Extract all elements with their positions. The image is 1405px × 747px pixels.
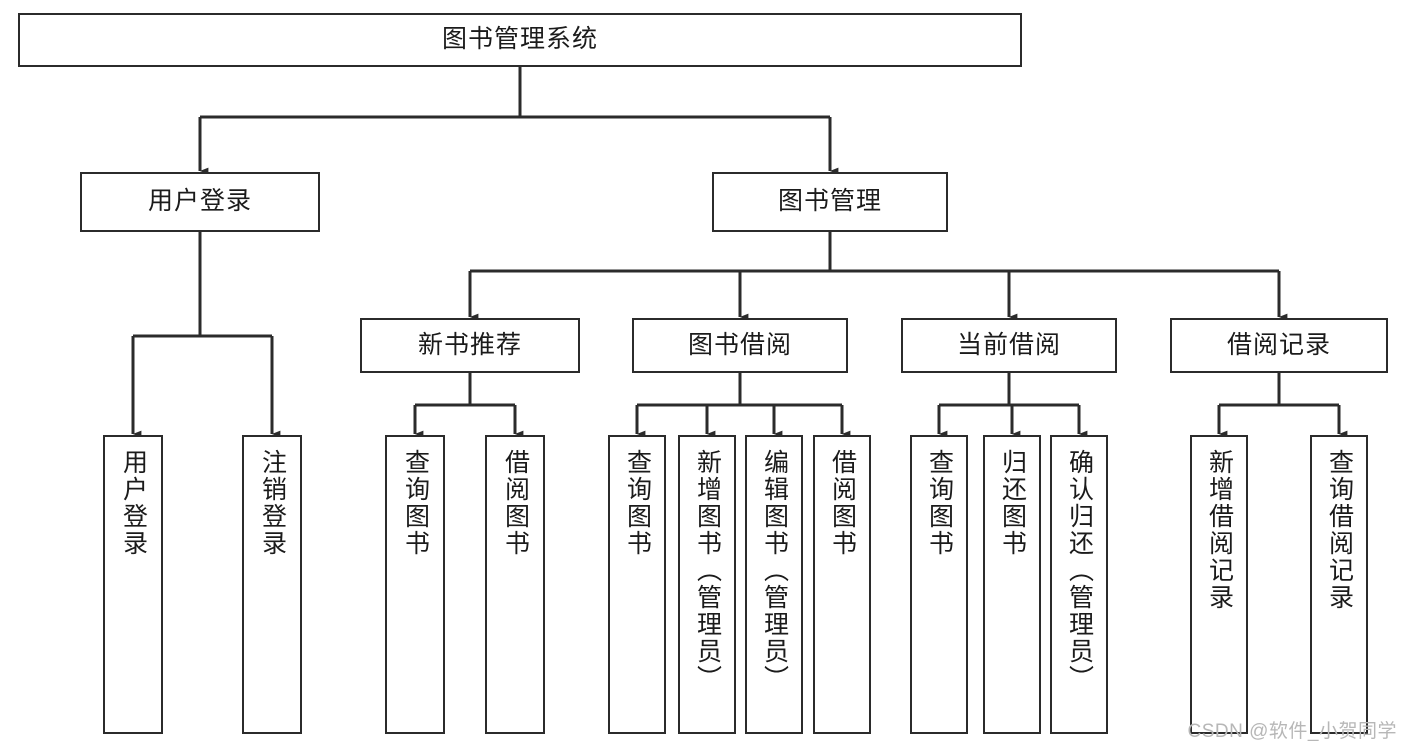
- node-label: 查询图书: [401, 449, 430, 557]
- node-leaf-query-record[interactable]: 查询借阅记录: [1310, 435, 1368, 734]
- node-book-borrow[interactable]: 图书借阅: [632, 318, 848, 373]
- node-new-book-rec[interactable]: 新书推荐: [360, 318, 580, 373]
- node-leaf-edit-book[interactable]: 编辑图书（管理员）: [745, 435, 803, 734]
- node-label: 借阅记录: [1226, 330, 1331, 359]
- node-label: 编辑图书（管理员）: [760, 449, 789, 692]
- node-label: 新增图书（管理员）: [693, 449, 722, 692]
- node-label: 用户登录: [147, 187, 252, 216]
- node-label: 查询图书: [623, 449, 652, 557]
- node-leaf-query-book-2[interactable]: 查询图书: [608, 435, 666, 734]
- node-label: 新增借阅记录: [1205, 449, 1234, 611]
- node-leaf-add-record[interactable]: 新增借阅记录: [1190, 435, 1248, 734]
- node-leaf-user-logout[interactable]: 注销登录: [242, 435, 302, 734]
- node-label: 确认归还（管理员）: [1065, 449, 1094, 692]
- node-user-login[interactable]: 用户登录: [80, 172, 320, 232]
- node-label: 借阅图书: [828, 449, 857, 557]
- node-leaf-add-book[interactable]: 新增图书（管理员）: [678, 435, 736, 734]
- node-label: 用户登录: [119, 449, 148, 557]
- node-leaf-return-book[interactable]: 归还图书: [983, 435, 1041, 734]
- node-label: 当前借阅: [956, 330, 1061, 359]
- node-label: 图书借阅: [687, 330, 792, 359]
- node-borrow-record[interactable]: 借阅记录: [1170, 318, 1388, 373]
- node-label: 注销登录: [258, 449, 287, 557]
- node-label: 图书管理: [777, 187, 882, 216]
- node-label: 查询借阅记录: [1325, 449, 1354, 611]
- node-label: 新书推荐: [417, 330, 522, 359]
- watermark-label: CSDN @软件_小贺同学: [1187, 721, 1397, 742]
- node-label: 查询图书: [925, 449, 954, 557]
- node-leaf-query-book-1[interactable]: 查询图书: [385, 435, 445, 734]
- node-label: 归还图书: [998, 449, 1027, 557]
- node-book-manage[interactable]: 图书管理: [712, 172, 948, 232]
- node-leaf-user-login[interactable]: 用户登录: [103, 435, 163, 734]
- node-label: 借阅图书: [501, 449, 530, 557]
- node-leaf-query-book-3[interactable]: 查询图书: [910, 435, 968, 734]
- node-leaf-borrow-book-1[interactable]: 借阅图书: [485, 435, 545, 734]
- node-root[interactable]: 图书管理系统: [18, 13, 1022, 67]
- node-leaf-borrow-book-2[interactable]: 借阅图书: [813, 435, 871, 734]
- node-label: 图书管理系统: [441, 25, 598, 54]
- node-leaf-confirm-return[interactable]: 确认归还（管理员）: [1050, 435, 1108, 734]
- node-current-borrow[interactable]: 当前借阅: [901, 318, 1117, 373]
